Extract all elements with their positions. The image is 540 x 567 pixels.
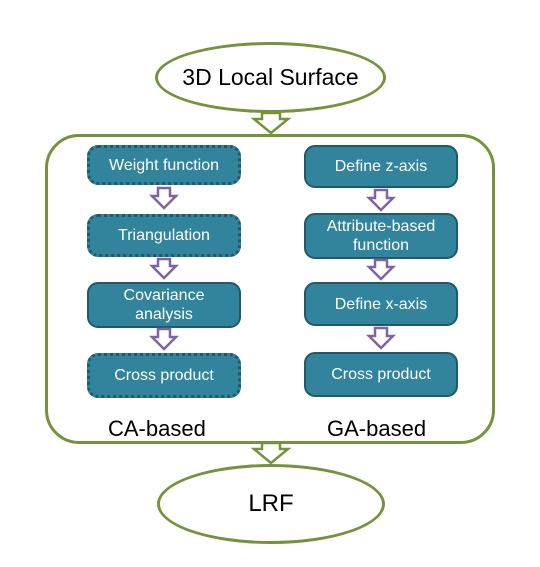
ga-arrow-2 [365,258,397,281]
top-node-label: 3D Local Surface [182,64,359,90]
ca-arrow-3 [148,327,180,351]
ga-arrow-3 [365,326,397,350]
ga-step-cross-product: Cross product [304,352,458,397]
arrow-container-to-bottom [250,441,292,465]
ca-step-weight-function: Weight function [87,145,241,185]
ga-step-define-z-axis: Define z-axis [304,145,458,188]
top-node-ellipse: 3D Local Surface [155,42,386,113]
bottom-node-label: LRF [248,490,294,517]
ca-branch-label: CA-based [108,416,206,441]
ga-branch-label: GA-based [327,416,427,441]
arrow-top-to-container [250,111,292,135]
ga-step-define-x-axis: Define x-axis [304,282,458,326]
bottom-node-ellipse: LRF [157,464,385,544]
ga-arrow-1 [365,188,397,212]
ca-arrow-1 [148,186,180,210]
ca-step-cross-product: Cross product [87,353,241,398]
ca-step-covariance-analysis: Covariance analysis [87,282,241,328]
ca-step-triangulation: Triangulation [87,214,241,257]
ga-step-attribute-based-function: Attribute-based function [304,213,458,259]
ca-arrow-2 [148,257,180,280]
